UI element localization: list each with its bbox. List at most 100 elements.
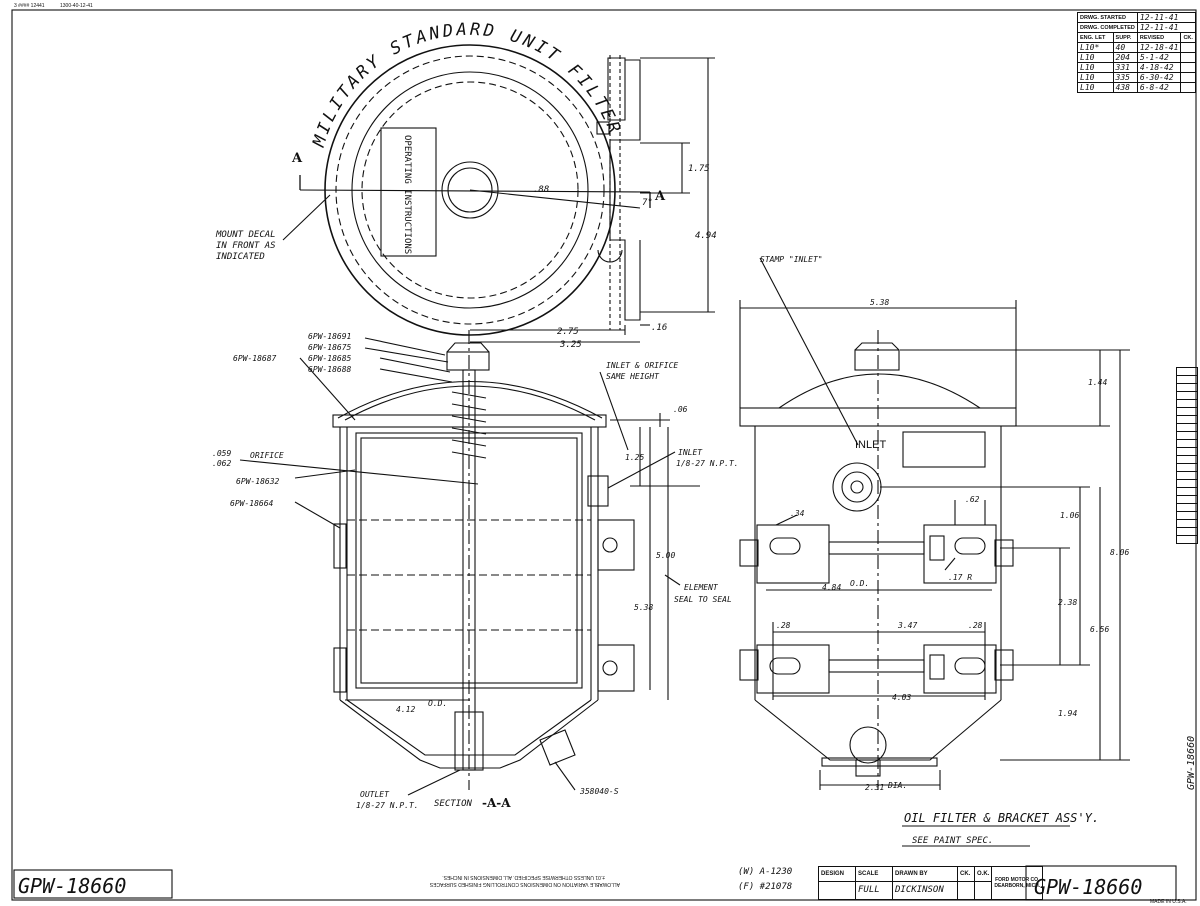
dim-403: 4.03 <box>892 693 911 702</box>
rev-row: L10 335 6-30-42 <box>1077 72 1196 83</box>
dim-325: 3.25 <box>559 340 582 350</box>
element-note-1: ELEMENT <box>684 583 719 592</box>
rev-cell: L10 <box>1077 82 1114 93</box>
rev-cell: 335 <box>1112 72 1138 83</box>
rev-cell: 438 <box>1112 82 1138 93</box>
section-view <box>239 330 700 796</box>
ref-w: (W) A-1230 <box>738 867 792 877</box>
rev-cell: 204 <box>1112 52 1138 63</box>
orifice-label: ORIFICE <box>250 451 284 460</box>
inlet-stamp-box <box>902 431 986 468</box>
rev-row: L10* 40 12-18-41 <box>1077 42 1196 53</box>
dim-16: .16 <box>651 323 667 333</box>
tb-value-ck <box>957 880 975 901</box>
rev-cell: L10 <box>1077 72 1114 83</box>
rev-cell: 331 <box>1112 62 1138 73</box>
sheet-border <box>11 9 1197 901</box>
tb-value-ok <box>973 880 993 901</box>
part-18687: 6PW-18687 <box>233 354 277 363</box>
ref-f: (F) #21078 <box>738 882 792 892</box>
dim-484: 4.84 <box>822 583 841 592</box>
side-view <box>739 257 1130 790</box>
corner-drawing-number: GPW-18660 <box>18 874 126 898</box>
outlet-1: OUTLET <box>360 790 390 799</box>
rev-cell: 6-30-42 <box>1136 72 1182 83</box>
top-view <box>282 44 715 343</box>
section-mark-right: A <box>654 189 666 204</box>
tb-value-drawn: DICKINSON <box>892 880 958 901</box>
dim-28b: .28 <box>968 621 983 630</box>
part-18675: 6PW-18675 <box>308 343 352 352</box>
decal-text: OPERATING INSTRUCTIONS <box>402 135 412 254</box>
dim-231: 2.31 <box>865 783 884 792</box>
rev-cell: L10* <box>1077 42 1114 53</box>
rev-cell: 12-18-41 <box>1136 42 1182 53</box>
dim-806: 8.06 <box>1110 548 1129 557</box>
title-block: DESIGN SCALE DRAWN BY CK. O.K. FORD MOTO… <box>818 866 1044 901</box>
rev-cell: 6-8-42 <box>1136 82 1182 93</box>
dim-62: .62 <box>965 495 980 504</box>
company-location: DEARBORN, MICH. <box>994 883 1041 889</box>
company-name: FORD MOTOR CO. <box>995 877 1040 883</box>
dim-412: 4.12 <box>396 705 415 714</box>
mount-note-line3: INDICATED <box>216 252 265 262</box>
rev-cell: 40 <box>1112 42 1138 53</box>
drawing-started-label: DRWG. STARTED <box>1077 12 1138 23</box>
rev-row: L10 204 5-1-42 <box>1077 52 1196 63</box>
dim-412-od: O.D. <box>428 699 447 708</box>
dim-231-dia: DIA. <box>887 781 907 790</box>
dim-347: 3.47 <box>897 621 917 630</box>
tb-value-design <box>818 880 856 901</box>
drawing-completed-date: 12-11-41 <box>1136 22 1196 33</box>
dim-494: 4.94 <box>695 231 717 241</box>
tb-header-drawn: DRAWN BY <box>892 866 958 882</box>
section-mark-left: A <box>291 151 303 166</box>
tb-header-ck: CK. <box>957 866 975 882</box>
dim-125: 1.25 <box>625 453 644 462</box>
inlet-note-1: INLET & ORIFICE <box>606 361 678 370</box>
dim-angle: 7° <box>642 198 653 208</box>
element-note-2: SEAL TO SEAL <box>674 595 732 604</box>
side-tag: GPW-18660 <box>1186 736 1197 790</box>
rev-header: ENG. LET <box>1077 32 1114 43</box>
rev-cell: L10 <box>1077 62 1114 73</box>
section-letter: -A-A <box>482 796 511 810</box>
rev-row: L10 331 4-18-42 <box>1077 62 1196 73</box>
drawing-completed-label: DRWG. COMPLETED <box>1077 22 1138 33</box>
dim-656: 6.56 <box>1090 625 1109 634</box>
outlet-2: 1/8-27 N.P.T. <box>356 801 419 810</box>
mount-note-line1: MOUNT DECAL <box>215 230 276 240</box>
part-18688: 6PW-18688 <box>308 365 352 374</box>
rev-cell <box>1180 42 1196 53</box>
rev-cell: 5-1-42 <box>1136 52 1182 63</box>
dim-06: .06 <box>673 405 688 414</box>
margin-mark-1: 3 #### 12441 <box>14 3 45 9</box>
rev-cell <box>1180 72 1196 83</box>
dim-106: 1.06 <box>1060 511 1079 520</box>
tb-header-ok: O.K. <box>973 866 993 882</box>
dim-238: 2.38 <box>1058 598 1077 607</box>
dim-500: 5.00 <box>656 551 675 560</box>
inlet-thread-1: INLET <box>678 448 703 457</box>
inlet-stamp-text: INLET <box>855 439 886 451</box>
inlet-thread-2: 1/8-27 N.P.T. <box>676 459 739 468</box>
dim-538-section: 5.38 <box>634 603 653 612</box>
dim-175: 1.75 <box>688 164 710 174</box>
tb-header-scale: SCALE <box>855 866 893 882</box>
dim-484-od: O.D. <box>850 579 869 588</box>
mount-note-line2: IN FRONT AS <box>216 241 276 251</box>
rev-cell: L10 <box>1077 52 1114 63</box>
dim-538-side: 5.38 <box>870 298 889 307</box>
decal-box <box>380 127 437 257</box>
part-18632: 6PW-18632 <box>236 477 280 486</box>
paint-note: SEE PAINT SPEC. <box>912 836 993 846</box>
stamp-note: STAMP "INLET" <box>760 255 823 264</box>
tb-value-scale: FULL <box>855 880 893 901</box>
assembly-title: OIL FILTER & BRACKET ASS'Y. <box>904 811 1099 825</box>
dim-17: .17 R <box>948 573 972 582</box>
orifice-size-2: .062 <box>212 459 231 468</box>
dim-144: 1.44 <box>1088 378 1107 387</box>
rev-cell: 4-18-42 <box>1136 62 1182 73</box>
dim-88: .88 <box>533 185 549 195</box>
